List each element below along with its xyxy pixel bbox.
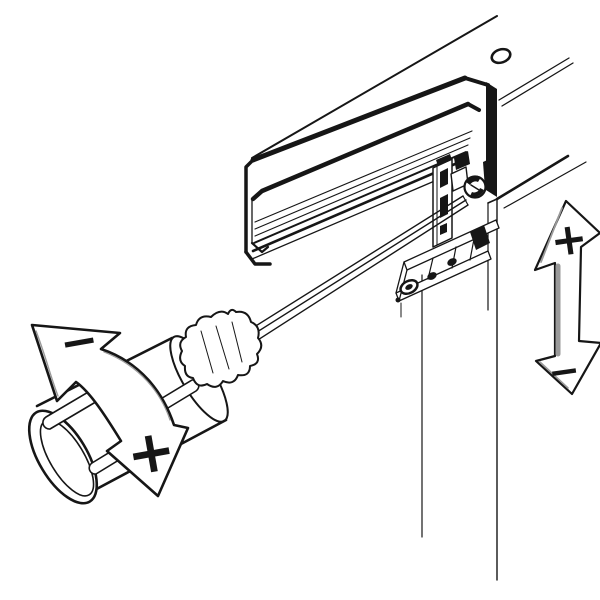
height-arrow: + −	[533, 199, 600, 396]
adjustment-screw	[463, 175, 487, 199]
height-down-label: −	[545, 347, 583, 395]
track-profile	[251, 130, 473, 260]
rotation-cw-label: +	[121, 414, 181, 489]
screwdriver-collar	[179, 308, 263, 388]
track-rail	[244, 75, 497, 266]
rotation-ccw-label: −	[55, 311, 102, 371]
mounting-hole	[490, 47, 512, 65]
header-board	[251, 15, 574, 159]
height-up-label: +	[547, 212, 591, 268]
rotation-arrow: − +	[30, 311, 190, 498]
door-panel	[421, 154, 587, 581]
hanger-bracket	[395, 219, 500, 318]
screwdriver-shaft	[242, 195, 469, 346]
